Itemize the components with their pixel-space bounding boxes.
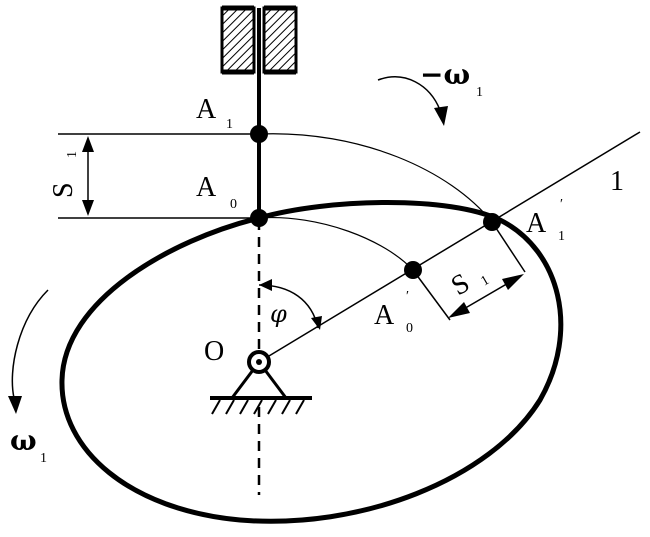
label-a0-prime-sub: 0: [406, 321, 413, 336]
label-a1-prime-sub: 1: [558, 229, 565, 244]
pivot-support: [210, 350, 312, 415]
s1-rot-dimension: [461, 281, 511, 311]
s1-rot-ext-b: [491, 221, 526, 273]
minus-omega-arrow: [377, 76, 441, 111]
s1-rot-ext-a: [412, 269, 451, 321]
link-1-line: [258, 131, 641, 363]
point-a1-prime: [483, 213, 501, 231]
label-a1-sub: 1: [226, 117, 233, 132]
label-a0-prime: A: [374, 300, 395, 331]
point-a0: [250, 209, 268, 227]
label-omega-sub: 1: [40, 451, 47, 466]
label-a0: A: [196, 172, 217, 203]
label-link-1: 1: [610, 166, 624, 197]
label-minus-omega: −ω: [420, 58, 470, 91]
label-a1: A: [196, 94, 217, 125]
label-minus-omega-sub: 1: [476, 85, 483, 100]
label-s1: S: [48, 182, 79, 198]
label-omega: ω: [10, 424, 37, 457]
follower-guide: [220, 5, 298, 75]
arc-a0: [258, 216, 414, 271]
label-a1-prime: A: [526, 208, 547, 239]
cam-profile: [59, 200, 564, 524]
label-phi: φ: [270, 300, 287, 328]
label-a0-sub: 0: [230, 197, 237, 212]
label-s1-rot: S: [446, 267, 475, 302]
label-a1-prime-mark: ′: [560, 197, 563, 212]
label-s1-sub: 1: [65, 151, 80, 158]
label-s1-rot-sub: 1: [479, 273, 493, 289]
arc-a1: [258, 133, 493, 223]
omega-arrow: [11, 289, 49, 399]
point-a1: [250, 125, 268, 143]
point-a0-prime: [404, 261, 422, 279]
label-o: O: [204, 336, 224, 367]
phi-arc: [258, 284, 319, 329]
label-a0-prime-mark: ′: [406, 289, 409, 304]
